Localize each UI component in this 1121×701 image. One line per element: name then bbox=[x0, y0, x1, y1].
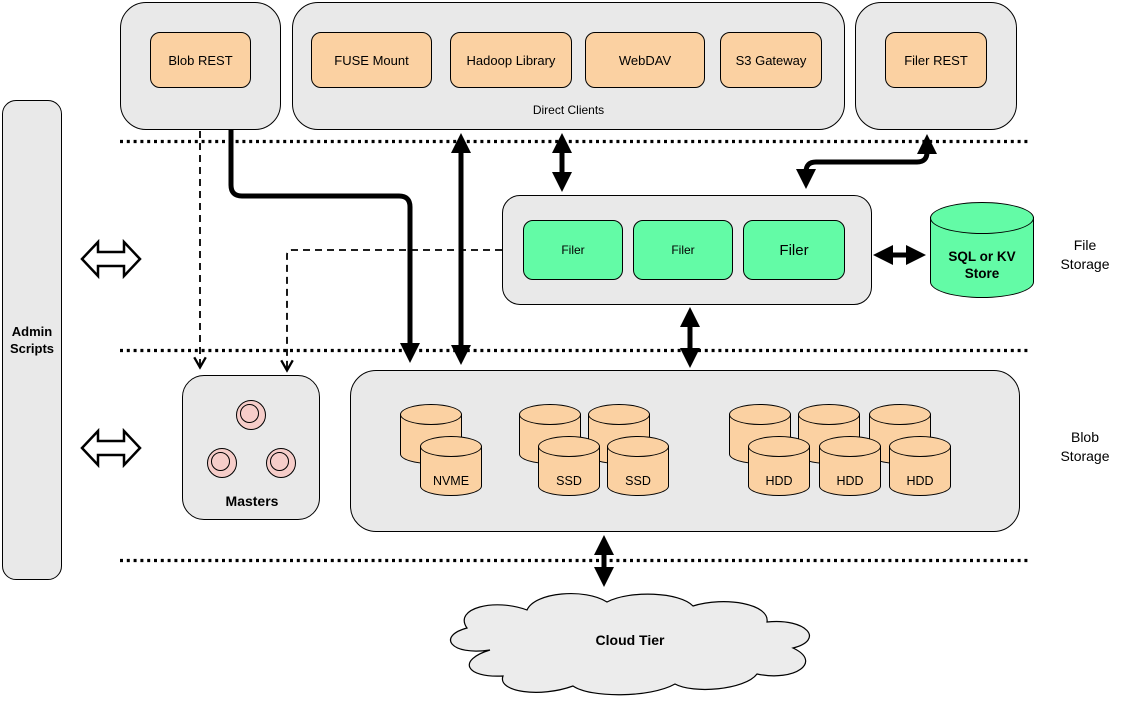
masters-box: Masters bbox=[182, 375, 320, 520]
file-storage-label-line1: File bbox=[1073, 237, 1097, 253]
hdd-cylinder-3: HDD bbox=[889, 436, 951, 496]
arrow-filerrest-filer bbox=[796, 134, 937, 189]
direct-clients-label: Direct Clients bbox=[532, 103, 605, 117]
admin-blob-storage-double-arrow bbox=[80, 427, 142, 469]
blob-storage-label-line2: Storage bbox=[1060, 448, 1110, 464]
cylinder-top bbox=[748, 436, 810, 457]
masters-label: Masters bbox=[225, 493, 279, 509]
fuse-mount-label: FUSE Mount bbox=[334, 52, 409, 68]
webdav-node: WebDAV bbox=[585, 32, 705, 88]
filer-node-1: Filer bbox=[523, 220, 623, 280]
cylinder-top bbox=[588, 404, 650, 425]
cloud-tier-label: Cloud Tier bbox=[595, 632, 665, 648]
master-circle-3 bbox=[266, 448, 296, 478]
fuse-mount-node: FUSE Mount bbox=[311, 32, 432, 88]
cylinder-top bbox=[519, 404, 581, 425]
cylinder-top bbox=[400, 404, 462, 425]
filer-rest-label: Filer REST bbox=[904, 52, 968, 68]
admin-file-storage-double-arrow bbox=[80, 238, 142, 280]
admin-scripts-label-line2: Scripts bbox=[9, 341, 55, 356]
blob-rest-node: Blob REST bbox=[150, 32, 251, 88]
webdav-label: WebDAV bbox=[618, 52, 672, 68]
ssd-label-1: SSD bbox=[556, 474, 582, 488]
master-circle-1 bbox=[236, 400, 266, 430]
filer-node-3: Filer bbox=[743, 220, 845, 280]
hdd-label-2: HDD bbox=[836, 474, 864, 488]
s3-gateway-label: S3 Gateway bbox=[735, 52, 807, 68]
cylinder-top bbox=[889, 436, 951, 457]
dashed-arrow-filer-masters bbox=[287, 249, 502, 369]
cylinder-top bbox=[420, 436, 482, 457]
ssd-label-2: SSD bbox=[625, 474, 651, 488]
admin-scripts-box: Admin Scripts bbox=[2, 100, 62, 580]
file-storage-label-line2: Storage bbox=[1060, 256, 1110, 272]
filer-label-1: Filer bbox=[561, 243, 585, 257]
cylinder-top bbox=[538, 436, 600, 457]
sql-kv-store-cylinder: SQL or KV Store bbox=[930, 202, 1034, 298]
filer-label-2: Filer bbox=[671, 243, 695, 257]
blob-storage-label-line1: Blob bbox=[1070, 429, 1100, 445]
cylinder-top bbox=[869, 404, 931, 425]
blob-storage-section-label: Blob Storage bbox=[1040, 428, 1121, 466]
sql-kv-store-label-line2: Store bbox=[964, 266, 1000, 281]
filer-rest-node: Filer REST bbox=[885, 32, 987, 88]
ssd-cylinder-1: SSD bbox=[538, 436, 600, 496]
hdd-cylinder-2: HDD bbox=[819, 436, 881, 496]
nvme-label: NVME bbox=[432, 474, 470, 488]
cylinder-top bbox=[729, 404, 791, 425]
sql-kv-store-cylinder-top bbox=[930, 202, 1034, 234]
hadoop-library-node: Hadoop Library bbox=[450, 32, 572, 88]
cylinder-top bbox=[819, 436, 881, 457]
blob-rest-label: Blob REST bbox=[168, 52, 233, 68]
ssd-cylinder-2: SSD bbox=[607, 436, 669, 496]
hdd-label-3: HDD bbox=[906, 474, 934, 488]
sql-kv-store-label: SQL or KV Store bbox=[930, 248, 1034, 282]
arrow-blobrest-volumes bbox=[228, 130, 420, 363]
hdd-cylinder-1: HDD bbox=[748, 436, 810, 496]
file-storage-section-label: File Storage bbox=[1040, 236, 1121, 274]
s3-gateway-node: S3 Gateway bbox=[720, 32, 822, 88]
hdd-label-1: HDD bbox=[765, 474, 793, 488]
filer-node-2: Filer bbox=[633, 220, 733, 280]
nvme-cylinder: NVME bbox=[420, 436, 482, 496]
sql-kv-store-label-line1: SQL or KV bbox=[948, 249, 1016, 264]
cylinder-top bbox=[607, 436, 669, 457]
filer-label-3: Filer bbox=[779, 241, 809, 259]
hadoop-library-label: Hadoop Library bbox=[466, 52, 556, 68]
master-circle-2 bbox=[207, 448, 237, 478]
admin-scripts-label-line1: Admin bbox=[11, 324, 53, 339]
cylinder-top bbox=[798, 404, 860, 425]
